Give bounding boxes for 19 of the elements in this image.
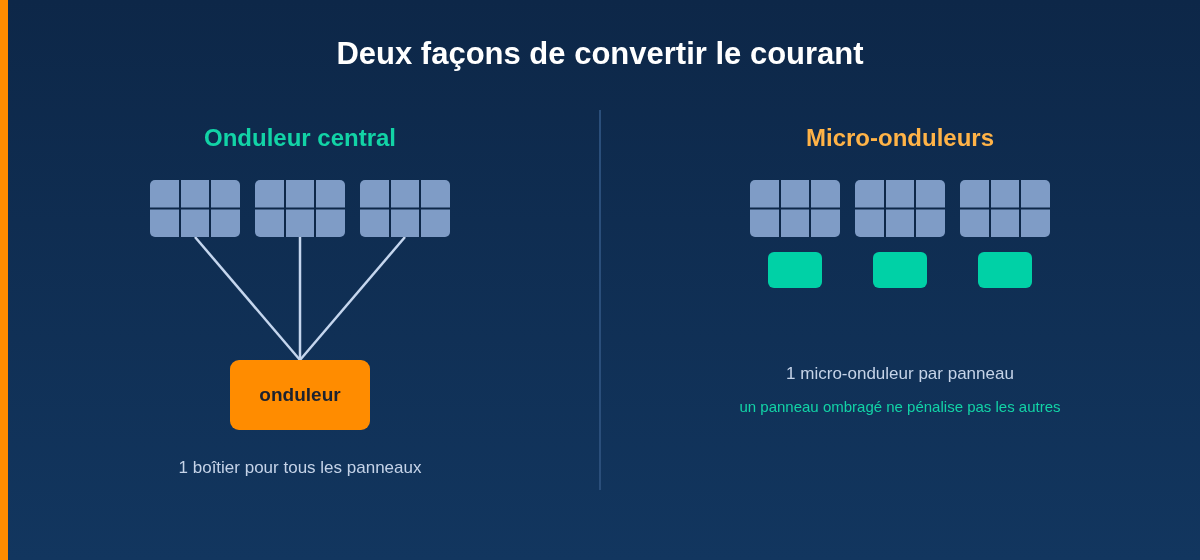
- solar-panel-drawing: [960, 180, 1050, 237]
- title: Deux façons de convertir le courant: [336, 36, 864, 72]
- solar-panel-drawing: [855, 180, 945, 237]
- micro-inverter-box: [873, 252, 927, 288]
- caption-text: 1 micro-onduleur par panneau: [786, 364, 1014, 384]
- solar-panel-drawing: [360, 180, 450, 237]
- caption-text: 1 boîtier pour tous les panneaux: [178, 458, 422, 478]
- connector-line: [194, 236, 301, 361]
- caption-text: un panneau ombragé ne pénalise pas les autres: [739, 398, 1061, 415]
- section-heading: Onduleur central: [204, 124, 396, 152]
- solar-panel-drawing: [150, 180, 240, 237]
- solar-panel-drawing: [750, 180, 840, 237]
- inverter-box: onduleur: [230, 360, 370, 430]
- micro-inverter-box: [768, 252, 822, 288]
- micro-inverter-box: [978, 252, 1032, 288]
- connector-line: [298, 237, 302, 360]
- solar-panel-drawing: [255, 180, 345, 237]
- connector-line: [299, 236, 406, 361]
- section-heading: Micro-onduleurs: [806, 124, 994, 152]
